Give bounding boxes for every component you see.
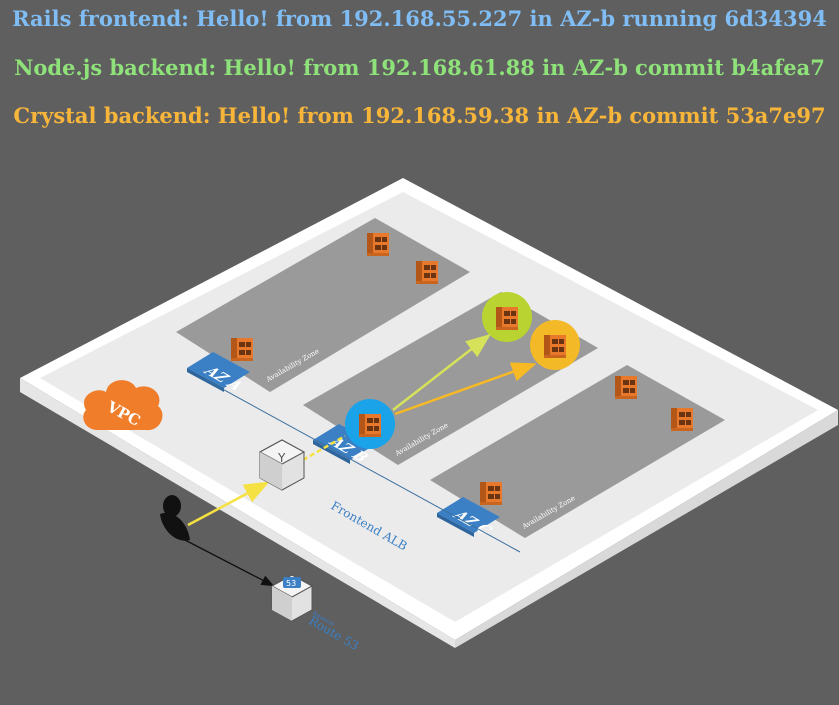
user-icon: [160, 495, 190, 541]
nodejs-backend-status: Node.js backend: Hello! from 192.168.61.…: [14, 55, 825, 80]
nodejs-backend-active-icon: [482, 292, 532, 342]
rails-frontend-active-icon: [345, 399, 395, 449]
ecs-task-icon: [615, 376, 637, 399]
svg-text:53: 53: [286, 579, 296, 588]
rails-frontend-status: Rails frontend: Hello! from 192.168.55.2…: [12, 6, 827, 31]
crystal-backend-status: Crystal backend: Hello! from 192.168.59.…: [13, 103, 826, 128]
load-balancer-icon: Y: [258, 439, 306, 491]
arrow-rails-to-crystal: [394, 362, 537, 416]
arrow-user-to-route53: [184, 539, 275, 587]
svg-text:Y: Y: [277, 451, 286, 465]
ecs-task-icon: [416, 261, 438, 284]
ecs-task-icon: [367, 233, 389, 256]
availability-zone-c: [430, 365, 725, 538]
arrow-rails-to-node: [392, 333, 491, 411]
vpc-cloud-icon: VPC: [83, 380, 163, 431]
route53-icon: 53: [270, 574, 314, 622]
az-a-badge: AZ A: [187, 352, 250, 393]
ecs-task-icon: [671, 408, 693, 431]
ecs-task-icon: [480, 482, 502, 505]
ecs-task-icon: [231, 338, 253, 361]
route53-label: Route 53: [307, 613, 362, 653]
crystal-backend-active-icon: [530, 320, 580, 370]
arrow-user-to-alb: [187, 481, 270, 527]
az-b-badge: AZ B: [313, 424, 376, 464]
arrow-alb-to-rails: [302, 434, 346, 462]
alb-connector-line: [205, 379, 521, 553]
